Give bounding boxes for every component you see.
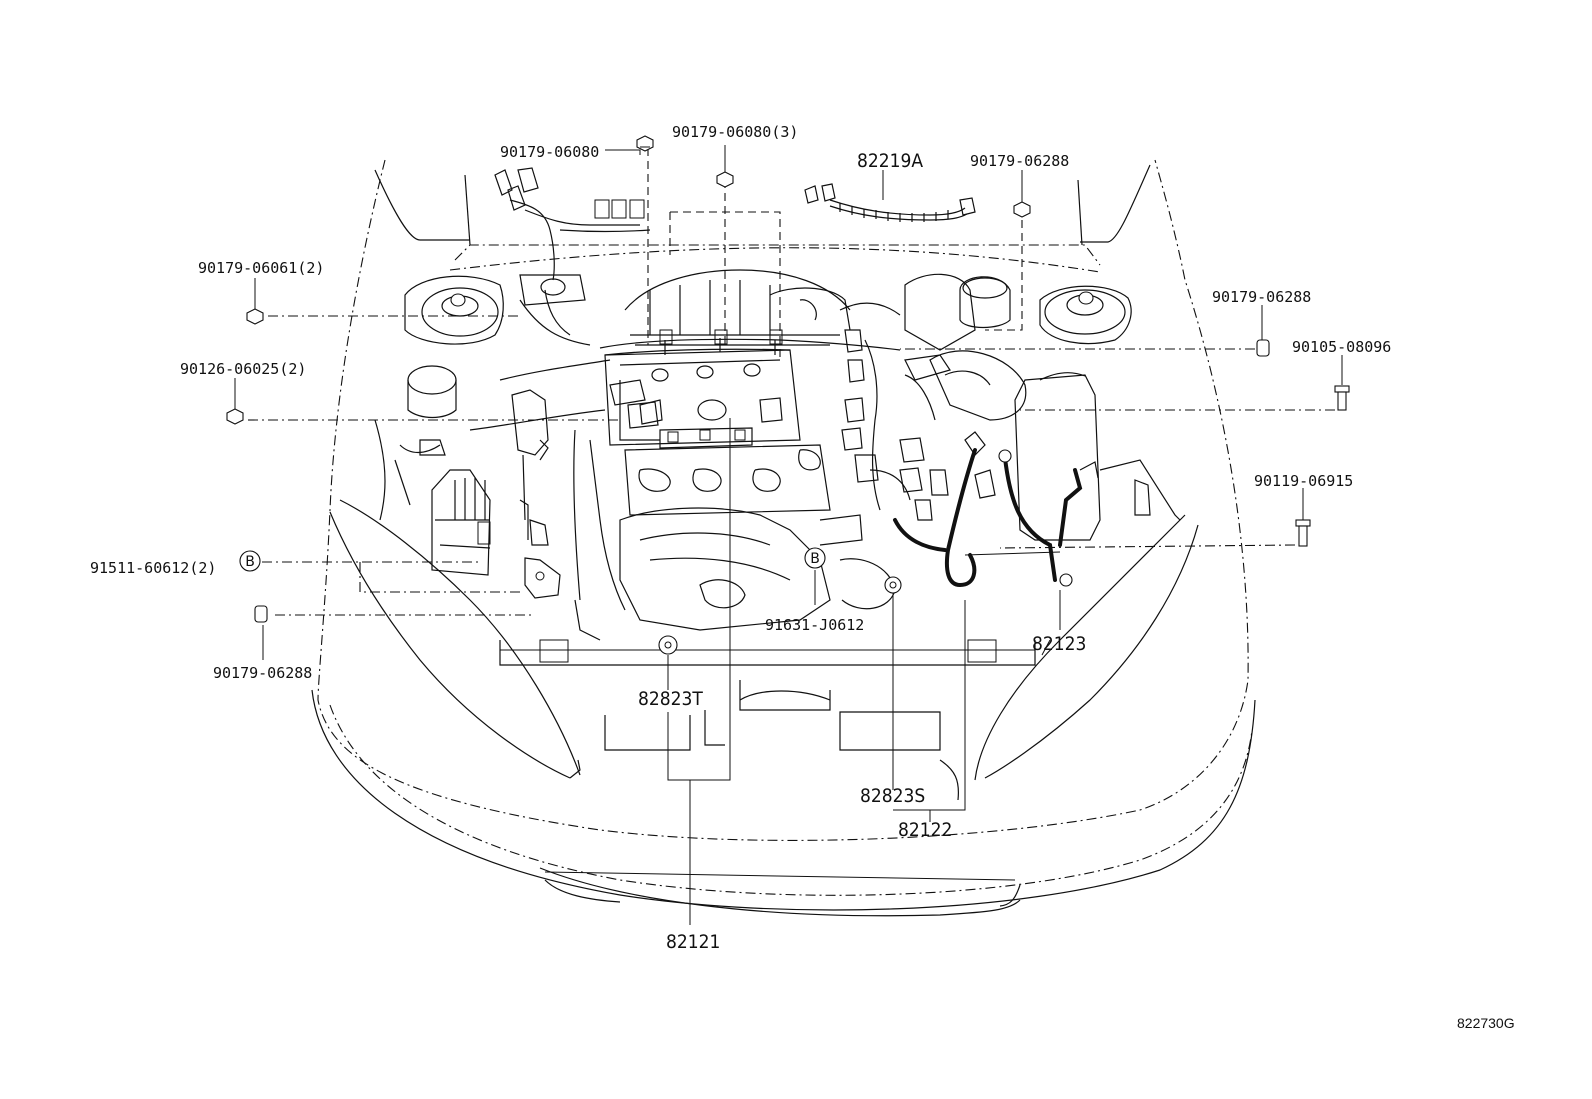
clamp-icon — [658, 635, 678, 655]
circle-b-marker-icon: B — [239, 550, 261, 572]
clamp-icon — [884, 576, 902, 594]
grommet-icon — [254, 605, 268, 623]
part-label-90126-06025-2: 90126-06025(2) — [180, 360, 306, 378]
part-label-90179-06288-left: 90179-06288 — [213, 664, 312, 682]
right-engine-bay-components — [893, 273, 1181, 588]
circle-b-marker-label: B — [810, 551, 820, 567]
nut-icon — [636, 135, 654, 152]
part-label-82121: 82121 — [666, 931, 720, 953]
part-label-82823T: 82823T — [638, 688, 703, 710]
part-label-82123: 82123 — [1032, 633, 1086, 655]
top-harnesses — [494, 167, 976, 281]
part-label-82122: 82122 — [898, 819, 952, 841]
leader-lines — [234, 145, 1343, 925]
left-engine-bay-components — [374, 275, 561, 599]
engine-block — [573, 269, 901, 641]
diagram-reference-code: 822730G — [1457, 1015, 1515, 1031]
part-label-90119-06915: 90119-06915 — [1254, 472, 1353, 490]
nut-icon — [246, 308, 264, 325]
car-body-outline — [311, 159, 1256, 917]
part-label-90179-06061-2: 90179-06061(2) — [198, 259, 324, 277]
part-label-91631-J0612: 91631-J0612 — [765, 616, 864, 634]
nut-icon — [716, 171, 734, 188]
bolt-icon — [1334, 385, 1350, 411]
part-label-82219A: 82219A — [857, 150, 923, 172]
part-label-90179-06080: 90179-06080 — [500, 143, 599, 161]
part-label-90179-06288-top: 90179-06288 — [970, 152, 1069, 170]
part-label-90105-08096: 90105-08096 — [1292, 338, 1391, 356]
part-label-90179-06288-right: 90179-06288 — [1212, 288, 1311, 306]
engine-wire-harness — [469, 274, 951, 521]
grommet-icon — [1256, 339, 1270, 357]
part-label-91511-60612-2: 91511-60612(2) — [90, 559, 216, 577]
circle-b-marker-label: B — [245, 554, 255, 570]
circle-b-marker-icon: B — [804, 547, 826, 569]
part-label-82823S: 82823S — [860, 785, 925, 807]
nut-icon — [226, 408, 244, 425]
bolt-icon — [1295, 519, 1311, 547]
part-labels: 90179-06080 90179-06080(3) 82219A 90179-… — [90, 123, 1391, 953]
part-label-90179-06080-3: 90179-06080(3) — [672, 123, 798, 141]
nut-icon — [1013, 201, 1031, 218]
